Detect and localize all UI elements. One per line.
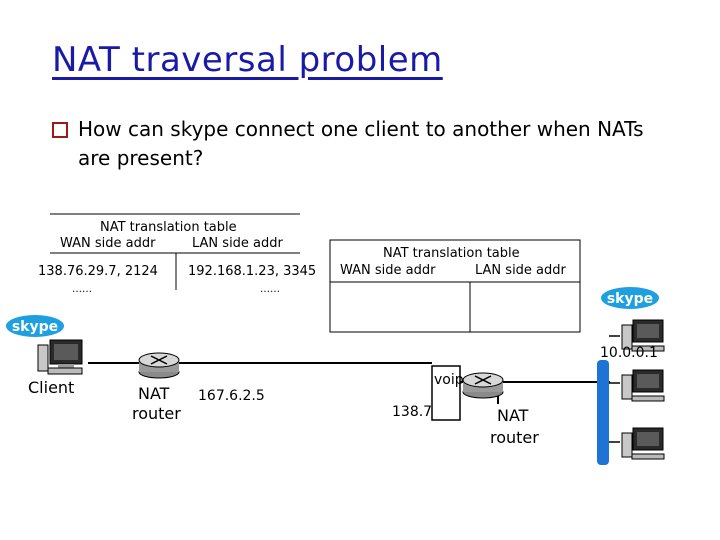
- svg-text:skype: skype: [607, 291, 653, 307]
- right-router-label: router: [490, 428, 539, 447]
- right-nat-ip: 138.7: [392, 404, 433, 420]
- right-router-icon: [462, 372, 504, 399]
- bullet-icon: [52, 122, 68, 138]
- skype-logo-right: skype: [601, 287, 659, 309]
- right-table-title: NAT translation table: [383, 246, 520, 261]
- voip-box: [431, 365, 461, 421]
- left-table-ellipsis-wan: ……: [72, 284, 92, 295]
- client-label: Client: [28, 378, 75, 397]
- left-router-icon: [138, 352, 180, 379]
- left-table-lan-header: LAN side addr: [192, 236, 283, 251]
- left-table-wan-header: WAN side addr: [60, 236, 156, 251]
- right-table-lan-header: LAN side addr: [475, 263, 566, 278]
- svg-text:skype: skype: [12, 319, 58, 335]
- client-computer-icon: [37, 339, 83, 375]
- bullet-text: How can skype connect one client to anot…: [78, 117, 644, 170]
- lan-computer-middle-icon: [621, 369, 665, 402]
- lan-computer-bottom-icon: [621, 427, 665, 460]
- left-nat-ip: 167.6.2.5: [198, 388, 265, 404]
- right-table-wan-header: WAN side addr: [340, 263, 436, 278]
- right-table-box: [329, 239, 581, 333]
- left-table-lan-cell: 192.168.1.23, 3345: [188, 264, 317, 279]
- left-table-lines: [50, 213, 300, 290]
- lan-computer-top-icon: [621, 319, 665, 352]
- voip-label: voip: [434, 372, 464, 388]
- lan-ip-label: 10.0.0.1: [600, 345, 658, 361]
- skype-logo-left: skype: [6, 315, 64, 337]
- lan-bus: [597, 335, 620, 465]
- left-router-label: router: [132, 404, 181, 423]
- slide-title: NAT traversal problem: [52, 40, 443, 80]
- left-table-wan-cell: 138.76.29.7, 2124: [38, 264, 158, 279]
- right-nat-label: NAT: [497, 406, 529, 425]
- left-table-title: NAT translation table: [100, 220, 237, 235]
- left-table-ellipsis-lan: ……: [260, 284, 280, 295]
- left-nat-label: NAT: [138, 384, 170, 403]
